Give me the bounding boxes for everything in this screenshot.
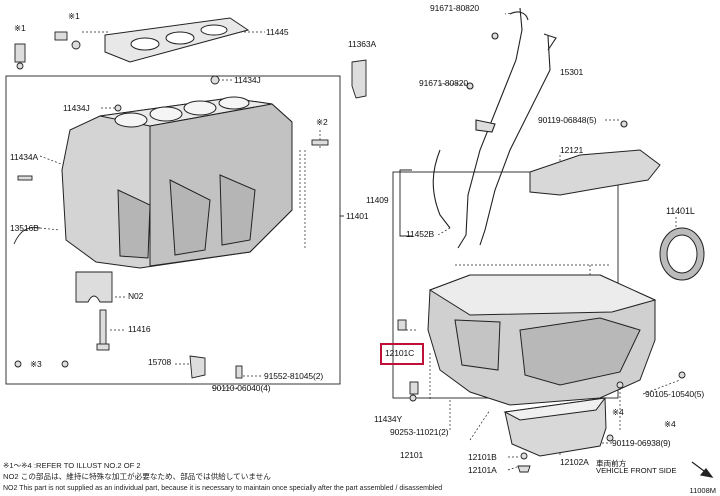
callout-11401l: 11401L (666, 206, 695, 216)
callout-90105-10540: 90105-10540(5) (645, 389, 705, 399)
figure-id: 11008M (689, 486, 716, 495)
ref-mark-s4-a: ※4 (612, 407, 624, 417)
callout-13516b: 13516B (10, 223, 39, 233)
engine-block-frame (5, 75, 341, 385)
callout-91671-80820-top: 91671-80820 (430, 3, 480, 13)
callout-15708: 15708 (148, 357, 172, 367)
callout-11434j-top: 11434J (234, 75, 261, 85)
callout-15301: 15301 (560, 67, 584, 77)
note-jp: NO2 この部品は、維持に特殊な加工が必要なため、部品では供給していません (3, 472, 271, 481)
callout-90119-06938: 90119-06938(9) (612, 438, 671, 448)
callout-90110-06040: 90110-06040(4) (212, 383, 271, 393)
callout-11434j-left: 11434J (63, 103, 90, 113)
ref-mark-s3: ※3 (30, 359, 42, 369)
callout-90119-06848: 90119-06848(5) (538, 115, 597, 125)
callout-12121: 12121 (560, 145, 584, 155)
callout-12101c[interactable]: 12101C (385, 348, 415, 358)
callout-12101a: 12101A (468, 465, 497, 475)
ref-mark-s4-b: ※4 (664, 419, 676, 429)
vehicle-front-label: VEHICLE FRONT SIDE (596, 466, 677, 475)
callout-11401: 11401 (346, 211, 369, 221)
highlight-12101c (380, 343, 424, 365)
note-en: NO2 This part is not supplied as an indi… (3, 485, 443, 492)
callout-11409: 11409 (366, 195, 389, 205)
vehicle-front-label-jp: 車両前方 (596, 459, 627, 468)
ref-mark-s1-b: ※1 (68, 11, 80, 21)
callout-11452b: 11452B (406, 229, 435, 239)
callout-91552-81045: 91552-81045(2) (264, 371, 324, 381)
ref-mark-s2: ※2 (316, 117, 328, 127)
callout-12101b: 12101B (468, 452, 497, 462)
callout-12102a: 12102A (560, 457, 589, 467)
ref-mark-s1-a: ※1 (14, 23, 26, 33)
callout-11434y: 11434Y (374, 414, 403, 424)
callout-91671-80820: 91671-80820 (419, 78, 469, 88)
callout-90253-11021: 90253-11021(2) (390, 427, 449, 437)
callout-11416: 11416 (128, 324, 151, 334)
callout-11363a: 11363A (348, 39, 377, 49)
callout-12101: 12101 (400, 450, 424, 460)
callout-11445: 11445 (266, 27, 289, 37)
callout-11434a: 11434A (10, 152, 39, 162)
note-refer: ※1〜※4 :REFER TO ILLUST NO.2 OF 2 (3, 461, 141, 470)
callout-no2: N02 (128, 291, 144, 301)
